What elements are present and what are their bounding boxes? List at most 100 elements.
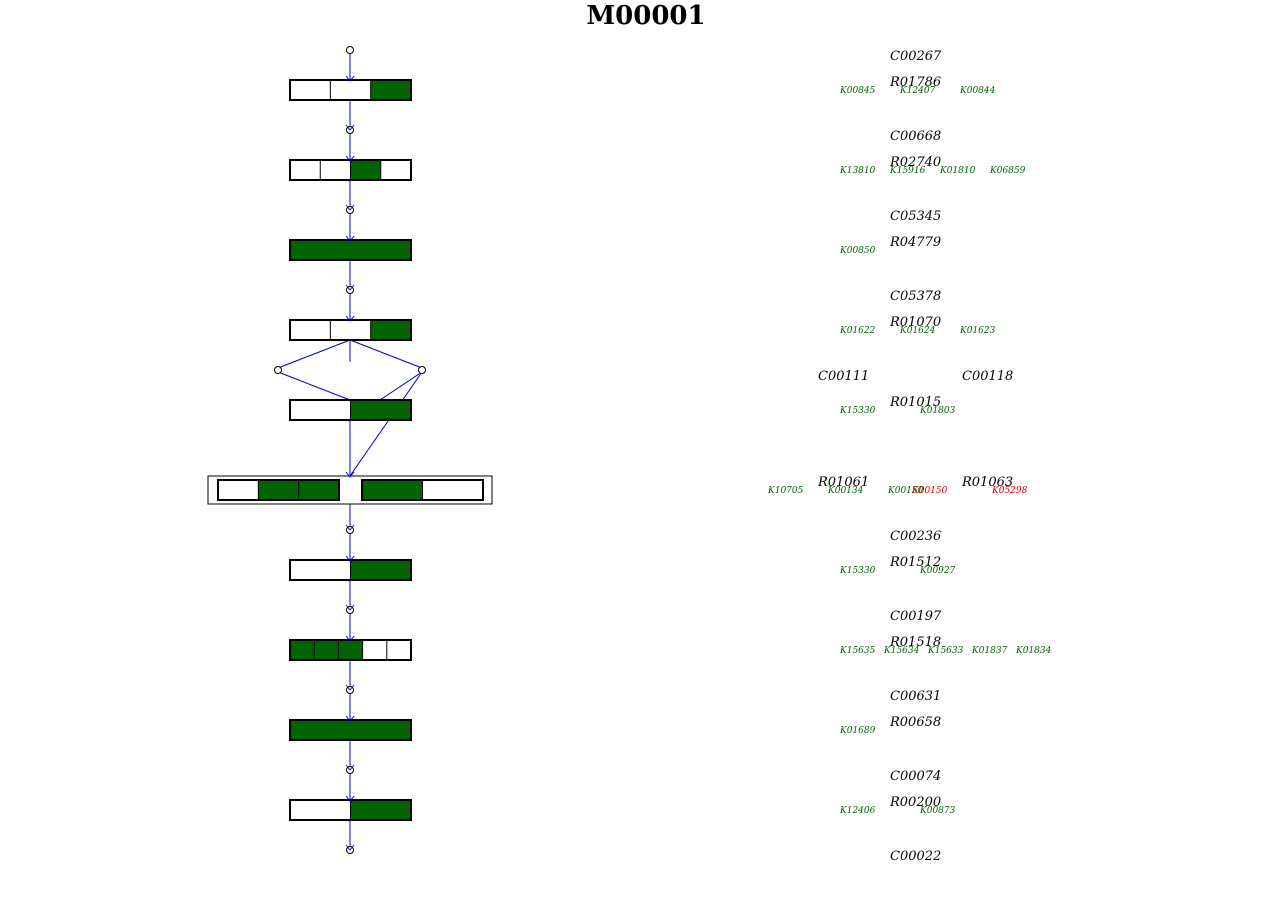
segment-present	[338, 640, 363, 660]
ortholog-label[interactable]: K00927	[919, 566, 956, 576]
ortholog-label[interactable]: K10705	[767, 486, 804, 496]
segment-empty	[422, 480, 483, 500]
segment-present	[350, 400, 411, 420]
ortholog-label[interactable]: K15330	[839, 566, 876, 576]
reaction-label[interactable]: R01063	[961, 475, 1013, 490]
ortholog-label[interactable]: K01810	[939, 166, 976, 176]
compound-label[interactable]: C05378	[890, 289, 941, 304]
ortholog-label[interactable]: K01837	[971, 646, 1008, 656]
compound-label[interactable]: C00074	[890, 769, 941, 784]
reaction-label[interactable]: R01518	[889, 635, 941, 650]
segment-present	[362, 480, 423, 500]
ortholog-label[interactable]: K15916	[889, 166, 926, 176]
reaction-label[interactable]: R01786	[889, 75, 941, 90]
segment-empty	[218, 480, 259, 500]
ortholog-label[interactable]: K00850	[839, 246, 876, 256]
segment-present	[370, 320, 411, 340]
ortholog-label[interactable]: K12406	[839, 806, 876, 816]
segment-empty	[290, 320, 331, 340]
arrow-icon	[345, 604, 355, 611]
reaction-label[interactable]: R01061	[817, 475, 869, 490]
ortholog-label[interactable]: K01624	[899, 326, 936, 336]
ortholog-label[interactable]: K00150	[911, 486, 948, 496]
ortholog-label[interactable]: K01803	[919, 406, 956, 416]
segment-present	[350, 160, 381, 180]
segment-present	[258, 480, 299, 500]
compound-label[interactable]: C00236	[890, 529, 941, 544]
reaction-label[interactable]: R00658	[889, 715, 941, 730]
segment-present	[290, 720, 411, 740]
compound-node[interactable]	[418, 366, 426, 374]
compound-label[interactable]: C00111	[818, 369, 869, 384]
ortholog-label[interactable]: K00134	[827, 486, 864, 496]
segment-empty	[362, 640, 387, 660]
compound-label[interactable]: C00197	[890, 609, 942, 624]
arrow-icon	[345, 635, 355, 642]
reaction-label[interactable]: R01512	[889, 555, 941, 570]
ortholog-label[interactable]: K15330	[839, 406, 876, 416]
reaction-block-R00658[interactable]	[289, 719, 412, 741]
arrow-icon	[345, 844, 355, 851]
ortholog-label[interactable]: K00845	[839, 86, 876, 96]
ortholog-label[interactable]: K00873	[919, 806, 956, 816]
reaction-label[interactable]: R00200	[889, 795, 941, 810]
ortholog-label[interactable]: K00844	[959, 86, 996, 96]
block-frame	[289, 399, 412, 421]
reaction-label[interactable]: R01070	[889, 315, 941, 330]
compound-label[interactable]: C00267	[890, 49, 942, 64]
reaction-block-R01518[interactable]	[289, 639, 412, 661]
ortholog-label[interactable]: K01623	[959, 326, 996, 336]
reaction-block-R01070[interactable]	[289, 319, 412, 341]
ortholog-label[interactable]: K15633	[927, 646, 964, 656]
segment-empty	[290, 560, 351, 580]
reaction-block-R01786[interactable]	[289, 79, 412, 101]
reaction-block-R01061[interactable]	[217, 479, 340, 501]
reaction-block-R02740[interactable]	[289, 159, 412, 181]
arrow-icon	[345, 555, 355, 562]
ortholog-label[interactable]: K15634	[883, 646, 920, 656]
arrow-icon	[345, 124, 355, 131]
ortholog-label[interactable]: K12407	[899, 86, 936, 96]
reaction-block-R01015[interactable]	[289, 399, 412, 421]
segment-present	[290, 640, 315, 660]
compound-label[interactable]: C00022	[890, 849, 941, 864]
ortholog-label[interactable]: K00150	[887, 486, 924, 496]
reaction-block-R01512[interactable]	[289, 559, 412, 581]
arrow-ticks	[345, 75, 355, 851]
arrow-icon	[345, 235, 355, 242]
ortholog-label[interactable]: K01622	[839, 326, 876, 336]
block-frame	[217, 479, 340, 501]
reaction-label[interactable]: R02740	[889, 155, 941, 170]
compound-node[interactable]	[274, 366, 282, 374]
reaction-block-R01063[interactable]	[361, 479, 484, 501]
reaction-block-R04779[interactable]	[289, 239, 412, 261]
segment-empty	[330, 320, 371, 340]
ortholog-label[interactable]: K15635	[839, 646, 876, 656]
segment-empty	[290, 80, 331, 100]
reaction-blocks	[207, 79, 493, 821]
edge-branch-right-long	[349, 371, 423, 477]
ortholog-label[interactable]: K01834	[1015, 646, 1052, 656]
segment-present	[350, 560, 411, 580]
edge-branch-right-top	[349, 339, 423, 369]
compound-label[interactable]: C00631	[890, 689, 941, 704]
compound-label[interactable]: C00118	[962, 369, 1013, 384]
compound-label[interactable]: C05345	[890, 209, 941, 224]
ortholog-label[interactable]: K05298	[991, 486, 1028, 496]
edge-branch-left-top	[277, 339, 351, 369]
ortholog-label[interactable]: K06859	[989, 166, 1026, 176]
segment-present	[370, 80, 411, 100]
reaction-label[interactable]: R01015	[889, 395, 941, 410]
arrow-icon	[345, 524, 355, 531]
ortholog-label[interactable]: K01689	[839, 726, 876, 736]
edge-branch-left-bottom	[277, 371, 351, 401]
reaction-label[interactable]: R04779	[889, 235, 941, 250]
reaction-block-R00200[interactable]	[289, 799, 412, 821]
compound-node[interactable]	[346, 46, 354, 54]
block-frame	[361, 479, 484, 501]
segment-empty	[290, 160, 321, 180]
ortholog-label[interactable]: K13810	[839, 166, 876, 176]
compound-label[interactable]: C00668	[890, 129, 941, 144]
segment-present	[350, 800, 411, 820]
